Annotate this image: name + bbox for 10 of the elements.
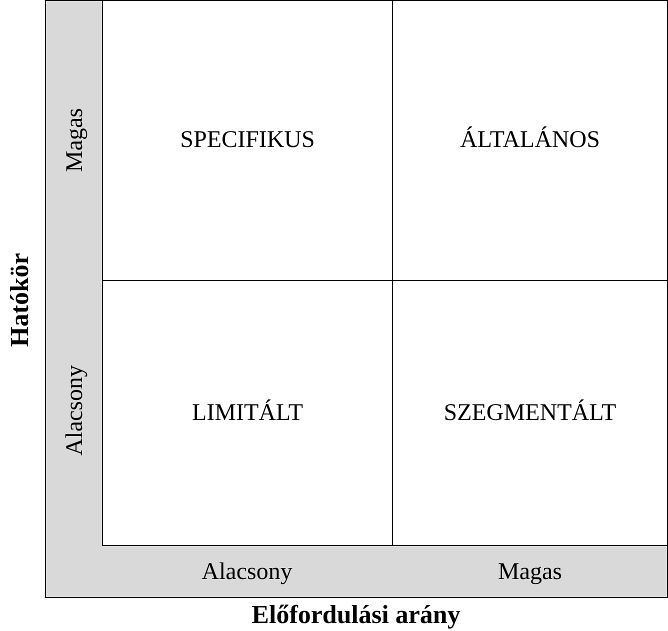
axis-tick-label: Alacsony bbox=[202, 560, 292, 584]
matrix-quadrant: SPECIFIKUS bbox=[102, 0, 393, 281]
matrix-quadrant: ÁLTALÁNOS bbox=[392, 0, 668, 281]
axis-tick-label: Magas bbox=[63, 108, 87, 172]
axis-title: Előfordulási arány bbox=[252, 602, 460, 628]
axis-tick-label: Magas bbox=[498, 560, 562, 584]
matrix-quadrant: SZEGMENTÁLT bbox=[392, 280, 668, 546]
axis-tick-label: Alacsony bbox=[63, 364, 87, 456]
axis-title: Hatókör bbox=[7, 253, 33, 347]
matrix-quadrant: LIMITÁLT bbox=[102, 280, 393, 546]
